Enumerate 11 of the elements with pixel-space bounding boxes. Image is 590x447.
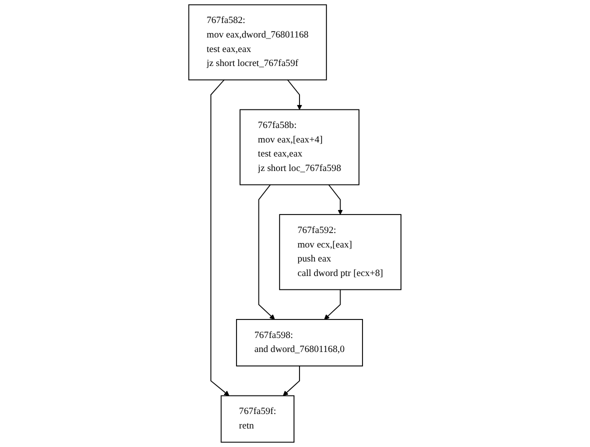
arrow: [283, 366, 300, 396]
node-box: 767fa58b: mov eax,[eax+4] test eax,eax jz short loc_767fa598: [240, 109, 360, 186]
node-box: 767fa59f: retn: [220, 395, 295, 443]
arrow: [258, 184, 276, 320]
node-box: 767fa592: mov ecx,[eax] push eax call dword ptr [ecx+8]: [279, 214, 402, 290]
arrow: [328, 184, 344, 215]
node-box: 767fa582: mov eax,dword_76801168 test eax,eax jz short locret_767fa59f: [188, 4, 327, 80]
arrow: [210, 79, 230, 396]
node-box: 767fa598: and dword_76801168,0: [236, 319, 364, 366]
arrow: [324, 289, 341, 320]
arrow: [287, 79, 302, 110]
